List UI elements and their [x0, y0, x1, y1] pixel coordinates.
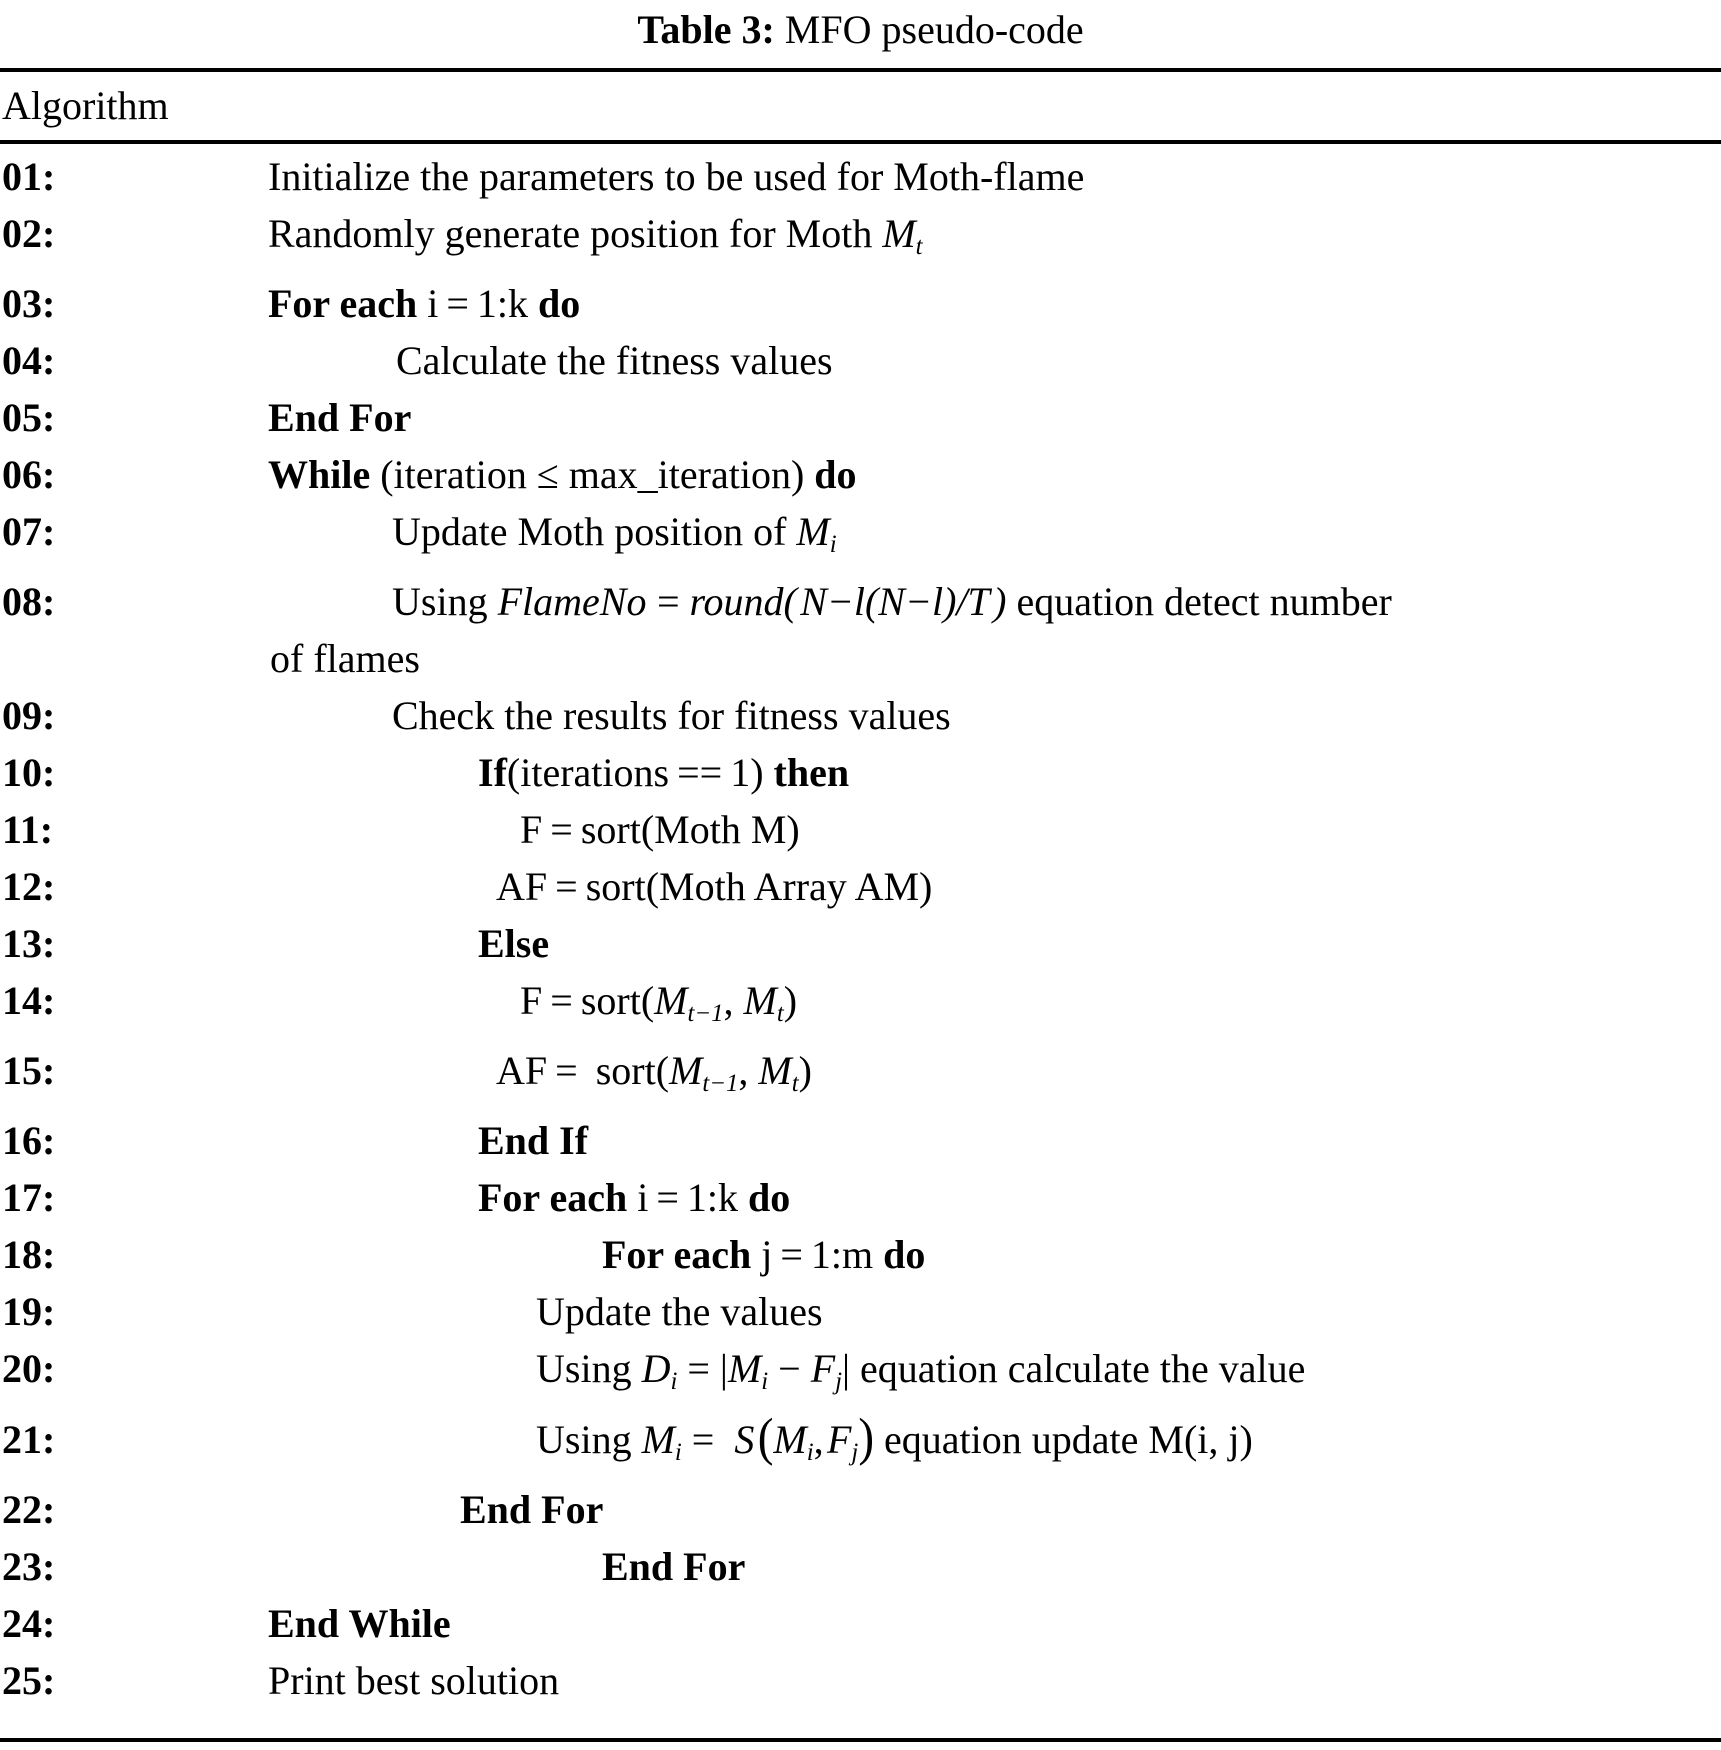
line-content: AF = sort(Mt−1, Mt) [496, 1047, 812, 1097]
line-content: End For [268, 394, 412, 440]
line-content: Randomly generate position for Moth Mt [268, 211, 923, 260]
line-number: 02: [2, 211, 56, 256]
table-row: 03: For each i = 1:k do [0, 275, 1721, 332]
table-rule-bottom [0, 1738, 1721, 1742]
line-number: 20: [2, 1345, 56, 1391]
line-content: Using Mi = S (Mi, Fj) equation update M(… [536, 1408, 1253, 1467]
line-number: 19: [2, 1288, 56, 1334]
table-row: 23: End For [0, 1538, 1721, 1595]
line-number: 25: [2, 1657, 56, 1703]
table-row: 18: For each j = 1:m do [0, 1226, 1721, 1283]
table-row: 13: Else [0, 915, 1721, 972]
line-number: 03: [2, 280, 56, 326]
table-row: 21: Using Mi = S (Mi, Fj) equation updat… [0, 1408, 1721, 1481]
line-content: Calculate the fitness values [396, 337, 833, 383]
line-content: For each i = 1:k do [268, 280, 581, 326]
line-content: For each j = 1:m do [602, 1231, 926, 1277]
table-row: 19: Update the values [0, 1283, 1721, 1340]
line-number: 01: [2, 154, 56, 199]
line-number: 16: [2, 1117, 56, 1163]
line-number: 22: [2, 1486, 56, 1532]
table-row: 10: If(iterations == 1) then [0, 744, 1721, 801]
line-number: 23: [2, 1543, 56, 1589]
line-number: 18: [2, 1231, 56, 1277]
table-row: 01: Initialize the parameters to be used… [0, 148, 1721, 205]
table-row: 07: Update Moth position of Mi [0, 503, 1721, 573]
table-row: 09: Check the results for fitness values [0, 687, 1721, 744]
line-content: Update the values [536, 1288, 823, 1334]
table-row: 02: Randomly generate position for Moth … [0, 205, 1721, 275]
line-content-wrap: of flames [270, 635, 420, 681]
line-number: 05: [2, 394, 56, 440]
table-row: 20: Using Di = |Mi − Fj| equation calcul… [0, 1340, 1721, 1410]
line-number: 15: [2, 1047, 56, 1093]
line-number: 08: [2, 578, 56, 624]
caption-label: Table 3: [637, 7, 775, 52]
line-number: 21: [2, 1416, 56, 1462]
line-content: End For [602, 1543, 746, 1589]
table-row: 11: F = sort(Moth M) [0, 801, 1721, 858]
line-content: While (iteration ≤ max_iteration) do [268, 451, 857, 497]
table-row: 12: AF = sort(Moth Array AM) [0, 858, 1721, 915]
line-number: 24: [2, 1600, 56, 1646]
line-content: F = sort(Moth M) [520, 806, 800, 852]
table-row: 24: End While [0, 1595, 1721, 1652]
table-row: 17: For each i = 1:k do [0, 1169, 1721, 1226]
line-number: 14: [2, 977, 56, 1023]
line-content: End If [478, 1117, 589, 1163]
line-number: 06: [2, 451, 56, 497]
line-content: Initialize the parameters to be used for… [268, 154, 1085, 199]
table-rule-top [0, 68, 1721, 72]
table-row: 06: While (iteration ≤ max_iteration) do [0, 446, 1721, 503]
table-rule-middle [0, 140, 1721, 144]
line-content: Print best solution [268, 1657, 560, 1703]
table-row: 05: End For [0, 389, 1721, 446]
pseudocode-rows: 01: Initialize the parameters to be used… [0, 144, 1721, 1709]
line-content: Update Moth position of Mi [392, 508, 837, 558]
table-row: 22: End For [0, 1481, 1721, 1538]
line-content: Check the results for fitness values [392, 692, 951, 738]
table-caption: Table 3: MFO pseudo-code [0, 0, 1721, 58]
table-row: 08: Using FlameNo = round( N−l(N−l)/T ) … [0, 573, 1721, 630]
line-number: 12: [2, 863, 56, 909]
table-row: 04: Calculate the fitness values [0, 332, 1721, 389]
table-row: 14: F = sort(Mt−1, Mt) [0, 972, 1721, 1042]
line-number: 11: [2, 806, 54, 852]
line-number: 17: [2, 1174, 56, 1220]
line-content: AF = sort(Moth Array AM) [496, 863, 933, 909]
line-content: Using FlameNo = round( N−l(N−l)/T ) equa… [392, 578, 1392, 624]
line-number: 09: [2, 692, 56, 738]
line-content: End For [460, 1486, 604, 1532]
line-number: 13: [2, 920, 56, 966]
caption-text: MFO pseudo-code [784, 7, 1084, 52]
line-content: End While [268, 1600, 451, 1646]
line-content: Else [478, 920, 550, 966]
line-content: F = sort(Mt−1, Mt) [520, 977, 798, 1027]
table-row: 15: AF = sort(Mt−1, Mt) [0, 1042, 1721, 1112]
line-content: If(iterations == 1) then [478, 749, 850, 795]
line-number: 07: [2, 508, 56, 554]
table-row: 25: Print best solution [0, 1652, 1721, 1709]
line-number: 04: [2, 337, 56, 383]
line-number: 10: [2, 749, 56, 795]
table-row: 16: End If [0, 1112, 1721, 1169]
line-content: For each i = 1:k do [478, 1174, 791, 1220]
line-content: Using Di = |Mi − Fj| equation calculate … [536, 1345, 1306, 1395]
column-header-algorithm: Algorithm [2, 83, 169, 128]
